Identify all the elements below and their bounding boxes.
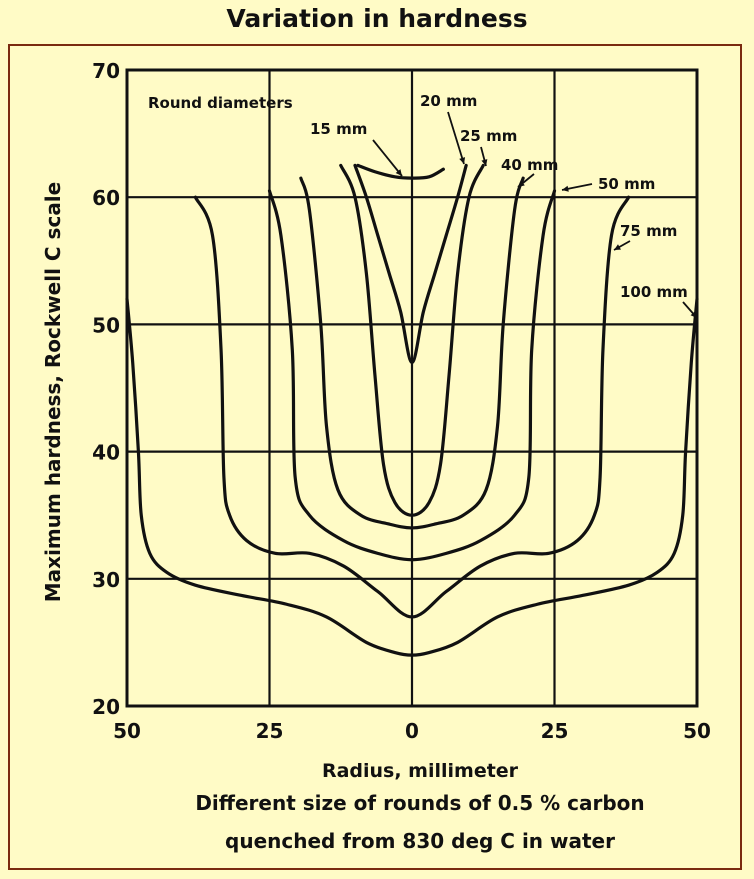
arrow-head — [562, 185, 569, 192]
curve-label: 25 mm — [460, 127, 517, 145]
series-40-mm-line — [299, 176, 525, 530]
y-axis-label: Maximum hardness, Rockwell C scale — [41, 182, 65, 602]
y-tick-label: 40 — [92, 441, 120, 465]
y-tick-label: 60 — [92, 186, 120, 210]
series-20-mm-line — [353, 163, 468, 365]
arrow-head — [614, 244, 621, 250]
x-tick-label: 50 — [113, 719, 141, 743]
arrow-head — [459, 157, 466, 164]
arrow-head — [690, 311, 697, 318]
label-arrow — [372, 139, 403, 177]
series-50-mm-line — [267, 189, 557, 562]
x-tick-label: 25 — [256, 719, 284, 743]
series-15-mm-line — [356, 163, 445, 180]
x-tick-label: 25 — [541, 719, 569, 743]
y-tick-label: 20 — [92, 695, 120, 719]
arrow-head — [395, 169, 402, 176]
legend-title: Round diameters — [148, 94, 293, 112]
label-arrow — [447, 111, 465, 165]
series-100-mm-line — [125, 297, 699, 657]
x-axis-label: Radius, millimeter — [322, 760, 519, 782]
grid — [125, 68, 699, 708]
curve-label: 50 mm — [598, 175, 655, 193]
y-tick-label: 70 — [92, 59, 120, 83]
curves — [125, 163, 699, 657]
x-tick-label: 50 — [683, 719, 711, 743]
chart-title: Variation in hardness — [226, 4, 528, 33]
curve-label: 15 mm — [310, 120, 367, 138]
curve-label: 100 mm — [620, 283, 688, 301]
series-75-mm-line — [193, 195, 631, 619]
caption-line-2: quenched from 830 deg C in water — [225, 829, 615, 853]
curve-label: 75 mm — [620, 222, 677, 240]
curve-labels: 15 mm 20 mm 25 mm 40 mm 50 mm 75 mm 100 mm — [310, 92, 698, 319]
y-tick-label: 50 — [92, 313, 120, 337]
caption-line-1: Different size of rounds of 0.5 % carbon — [195, 791, 644, 815]
series-25-mm-line — [339, 163, 485, 517]
chart-frame — [8, 44, 742, 870]
curve-label: 20 mm — [420, 92, 477, 110]
x-tick-label: 0 — [405, 719, 419, 743]
arrow-head — [481, 159, 488, 166]
y-tick-label: 30 — [92, 568, 120, 592]
curve-label: 40 mm — [501, 156, 558, 174]
arrow-head — [518, 180, 525, 187]
